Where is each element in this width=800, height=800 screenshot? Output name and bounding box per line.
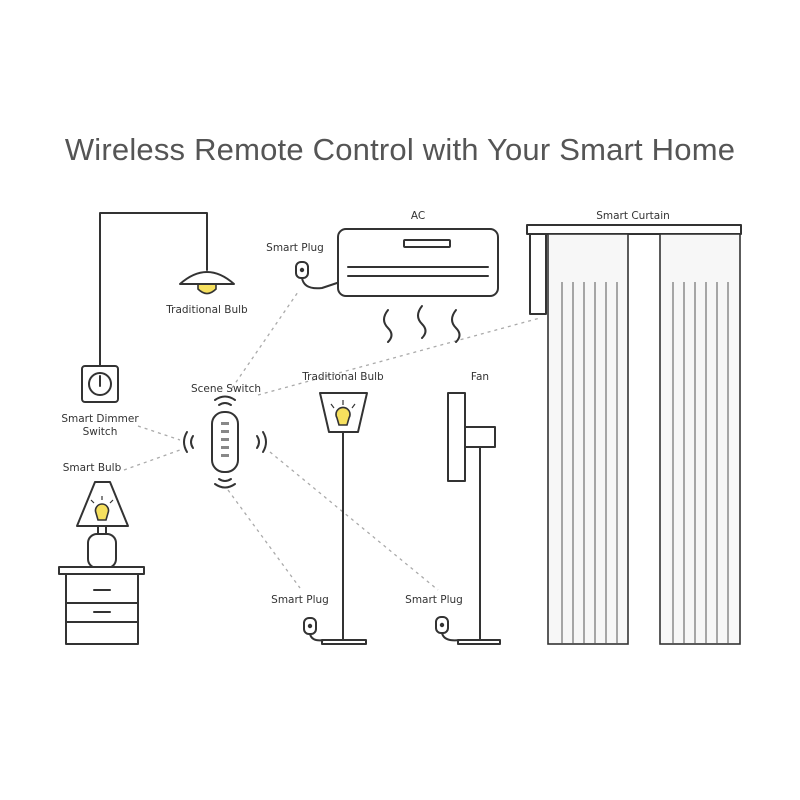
ac-display xyxy=(403,239,451,248)
curtain-folds xyxy=(561,282,729,644)
smart-plug-fan-cable xyxy=(441,632,461,642)
bulb-glow-icon xyxy=(330,400,356,409)
smart-bulb-glow-icon xyxy=(90,496,114,504)
ceiling-wire xyxy=(99,212,208,367)
pendant-lamp xyxy=(179,271,235,295)
label-smart-bulb: Smart Bulb xyxy=(62,462,122,474)
label-smart-dimmer-line1: Smart Dimmer xyxy=(61,413,139,425)
ac-body xyxy=(337,228,499,297)
label-fan: Fan xyxy=(470,371,490,383)
floor-lamp-base xyxy=(321,639,367,645)
nightstand-body xyxy=(65,573,139,645)
smart-plug-floor-lamp-cable xyxy=(309,633,325,642)
pendant-bulb-icon xyxy=(197,282,217,295)
curtain-motor xyxy=(529,233,547,315)
fan-motor xyxy=(464,426,496,448)
scene-switch-button-5 xyxy=(221,454,229,457)
signal-line-smart-dimmer xyxy=(137,425,181,441)
scene-switch-button-4 xyxy=(221,446,229,449)
fan-base xyxy=(457,639,501,645)
smart-plug-ac xyxy=(295,261,341,290)
table-lamp xyxy=(76,481,129,569)
label-traditional-bulb-pendant: Traditional Bulb xyxy=(166,304,248,316)
label-scene-switch: Scene Switch xyxy=(190,383,262,395)
curtain-rail xyxy=(526,224,742,235)
label-smart-curtain: Smart Curtain xyxy=(596,210,670,222)
label-smart-plug-fan: Smart Plug xyxy=(405,594,463,606)
nightstand xyxy=(58,566,145,645)
label-smart-dimmer: Smart Dimmer Switch xyxy=(50,413,150,439)
label-smart-plug-ac: Smart Plug xyxy=(266,242,324,254)
fan xyxy=(447,392,501,645)
scene-switch-button-2 xyxy=(221,430,229,433)
label-smart-dimmer-line2: Switch xyxy=(82,426,118,438)
table-lamp-neck xyxy=(97,525,107,535)
smart-dimmer-switch xyxy=(81,365,119,403)
smart-plug-ac-cable xyxy=(301,277,341,290)
scene-switch-button-1 xyxy=(221,422,229,425)
scene-switch-button-3 xyxy=(221,438,229,441)
scene-switch-body xyxy=(211,411,239,473)
signal-lines xyxy=(123,291,541,591)
pendant-shade-icon xyxy=(179,271,235,285)
smart-bulb-icon xyxy=(94,503,110,521)
fan-head xyxy=(447,392,466,482)
ac-unit xyxy=(337,228,499,343)
floor-lamp xyxy=(319,392,368,645)
table-lamp-base xyxy=(87,533,117,569)
page-title: Wireless Remote Control with Your Smart … xyxy=(64,132,736,167)
signal-line-smart-bulb xyxy=(123,449,181,471)
signal-line-smart-plug-floor-lamp xyxy=(227,489,301,589)
airflow-icon xyxy=(383,305,461,343)
curtain-panel-left xyxy=(547,233,629,645)
smart-plug-floor-lamp xyxy=(303,617,325,642)
smart-plug-fan xyxy=(435,616,461,642)
signal-line-smart-plug-ac xyxy=(231,291,299,389)
label-traditional-bulb-floor: Traditional Bulb xyxy=(302,371,384,383)
label-smart-plug-floor-lamp: Smart Plug xyxy=(271,594,329,606)
smart-curtain xyxy=(526,224,742,645)
label-ac: AC xyxy=(410,210,426,222)
scene-switch xyxy=(183,395,267,489)
floor-lamp-bulb-icon xyxy=(335,406,351,426)
wireless-signal-icon xyxy=(183,395,267,489)
signal-line-smart-plug-fan xyxy=(269,451,439,591)
nightstand-top xyxy=(58,566,145,575)
